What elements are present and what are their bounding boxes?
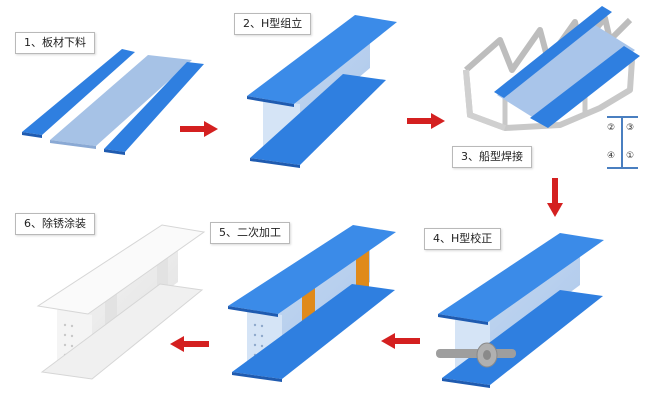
step3-label: 3、船型焊接 — [452, 146, 532, 168]
straightening-roller — [436, 342, 516, 368]
arrow-left-icon — [170, 336, 209, 352]
step6-painted-beam — [36, 224, 206, 380]
step1-label: 1、板材下料 — [15, 32, 95, 54]
step3-welding-fixture — [463, 6, 640, 131]
step2-h-beam — [247, 15, 397, 168]
step4-straightened-beam — [436, 233, 604, 388]
step5-label: 5、二次加工 — [210, 222, 290, 244]
weld-mark-3: ③ — [626, 123, 634, 133]
step1-plates — [22, 49, 204, 155]
arrow-right-icon — [180, 121, 218, 137]
arrow-down-icon — [547, 178, 563, 217]
weld-mark-1: ① — [626, 151, 634, 161]
weld-mark-2: ② — [607, 123, 615, 133]
step6-label: 6、除锈涂装 — [15, 213, 95, 235]
weld-sequence-diagram: ② ③ ④ ① — [607, 116, 638, 169]
arrow-left-icon — [381, 333, 420, 349]
weld-mark-4: ④ — [607, 151, 615, 161]
step5-beam-with-stiffeners — [228, 225, 396, 382]
step4-label: 4、H型校正 — [424, 228, 502, 250]
step2-label: 2、H型组立 — [234, 13, 312, 35]
arrow-right-icon — [407, 113, 445, 129]
